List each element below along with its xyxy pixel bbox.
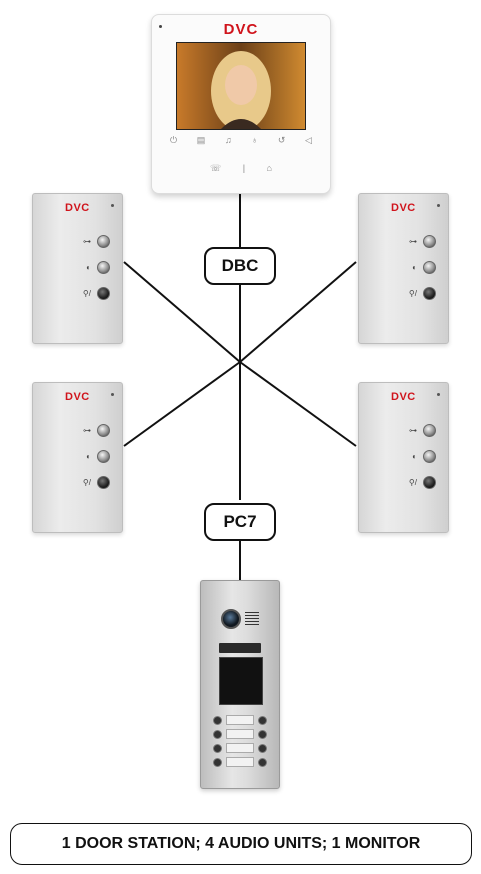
speaker-icon[interactable]: ◁ bbox=[305, 135, 312, 145]
power-icon[interactable]: ⏻ bbox=[170, 135, 178, 145]
audio-unit-bottom-left: DVC ⊶ ◐ ⚲/ bbox=[32, 382, 123, 533]
call-button[interactable] bbox=[258, 757, 267, 767]
speaker-grille-icon bbox=[245, 611, 259, 625]
wire-bottom-left-unit bbox=[123, 361, 241, 447]
wire-top-left-unit bbox=[123, 261, 241, 363]
handset-icon: ◐ bbox=[412, 262, 417, 272]
door-station-display bbox=[219, 657, 263, 705]
call-button[interactable] bbox=[97, 260, 110, 274]
call-button[interactable] bbox=[258, 729, 267, 739]
door-station bbox=[200, 580, 280, 789]
mic-icon[interactable]: ♁ bbox=[251, 135, 259, 145]
monitor-button-row-2: ☏ | ⌂ bbox=[210, 163, 272, 174]
name-tag bbox=[226, 757, 254, 767]
door-open-button[interactable] bbox=[97, 234, 110, 248]
monitor-brand-logo: DVC bbox=[223, 21, 259, 38]
screen-portrait-image bbox=[177, 43, 305, 129]
handset-icon: ◐ bbox=[86, 262, 91, 272]
monitor-button-row: ⏻ ▤ ♫ ♁ ↺ ◁ bbox=[170, 135, 312, 146]
talk-button[interactable] bbox=[423, 475, 436, 489]
door-open-button[interactable] bbox=[423, 423, 436, 437]
talk-button[interactable] bbox=[423, 286, 436, 300]
audio-unit-bottom-right: DVC ⊶ ◐ ⚲/ bbox=[358, 382, 449, 533]
intercom-icon[interactable]: ☏ bbox=[210, 163, 222, 173]
redo-icon[interactable]: ↺ bbox=[277, 135, 286, 145]
handset-icon: ◐ bbox=[86, 451, 91, 461]
cable-label-dbc: DBC bbox=[204, 247, 276, 285]
call-button[interactable] bbox=[423, 260, 436, 274]
door-open-button[interactable] bbox=[423, 234, 436, 248]
indoor-monitor: DVC ⏻ ▤ ♫ ♁ ↺ ◁ ☏ | ⌂ bbox=[151, 14, 331, 194]
talk-icon: ⚲/ bbox=[408, 477, 417, 487]
monitor-screen bbox=[176, 42, 306, 130]
cable-label-pc7: PC7 bbox=[204, 503, 276, 541]
call-button[interactable] bbox=[258, 743, 267, 753]
led-icon bbox=[111, 204, 114, 207]
book-icon[interactable]: ▤ bbox=[196, 135, 206, 145]
led-icon bbox=[111, 393, 114, 396]
call-button[interactable] bbox=[97, 449, 110, 463]
key-icon: ⊶ bbox=[409, 236, 417, 246]
name-tag bbox=[226, 743, 254, 753]
name-tag bbox=[226, 729, 254, 739]
bell-icon[interactable]: ♫ bbox=[224, 135, 232, 145]
call-button[interactable] bbox=[213, 743, 222, 753]
unit-brand-logo: DVC bbox=[65, 202, 90, 214]
name-tag bbox=[226, 715, 254, 725]
talk-button[interactable] bbox=[97, 475, 110, 489]
camera-lens-icon bbox=[221, 609, 241, 629]
key-icon: ⊶ bbox=[83, 425, 91, 435]
lock-icon[interactable]: ⌂ bbox=[266, 163, 272, 173]
handset-icon: ◐ bbox=[412, 451, 417, 461]
led-icon bbox=[437, 204, 440, 207]
audio-unit-top-right: DVC ⊶ ◐ ⚲/ bbox=[358, 193, 449, 344]
system-summary: 1 DOOR STATION; 4 AUDIO UNITS; 1 MONITOR bbox=[10, 823, 472, 865]
unit-brand-logo: DVC bbox=[65, 391, 90, 403]
call-button[interactable] bbox=[423, 449, 436, 463]
talk-icon: ⚲/ bbox=[408, 288, 417, 298]
call-button[interactable] bbox=[213, 715, 222, 725]
door-open-button[interactable] bbox=[97, 423, 110, 437]
call-button[interactable] bbox=[213, 757, 222, 767]
wire-bottom-right-unit bbox=[239, 361, 357, 447]
led-icon bbox=[437, 393, 440, 396]
talk-button[interactable] bbox=[97, 286, 110, 300]
call-button[interactable] bbox=[213, 729, 222, 739]
key-icon: ⊶ bbox=[83, 236, 91, 246]
talk-icon: ⚲/ bbox=[82, 288, 91, 298]
call-button[interactable] bbox=[258, 715, 267, 725]
status-strip bbox=[219, 643, 261, 653]
talk-icon: ⚲/ bbox=[82, 477, 91, 487]
audio-unit-top-left: DVC ⊶ ◐ ⚲/ bbox=[32, 193, 123, 344]
call-button-panel bbox=[213, 713, 267, 769]
camera-dot-icon bbox=[159, 25, 162, 28]
unit-brand-logo: DVC bbox=[391, 391, 416, 403]
key-icon: ⊶ bbox=[409, 425, 417, 435]
wire-top-right-unit bbox=[239, 261, 357, 363]
divider-icon: | bbox=[242, 163, 246, 173]
unit-brand-logo: DVC bbox=[391, 202, 416, 214]
